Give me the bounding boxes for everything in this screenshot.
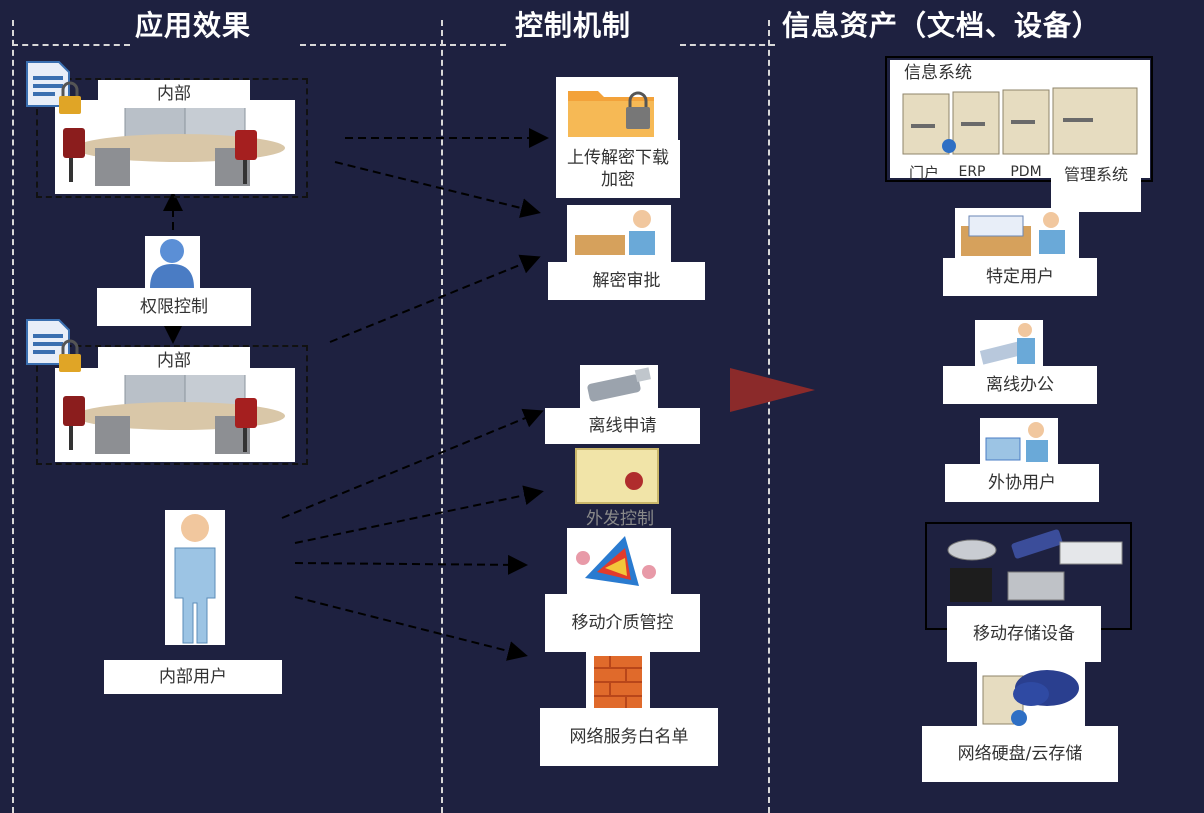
office-desk-icon xyxy=(55,100,295,194)
specific-user-label: 特定用户 xyxy=(943,258,1097,296)
system-management: 管理系统 xyxy=(1051,162,1141,212)
office-top-box xyxy=(36,78,308,198)
left-column-title: 应用效果 xyxy=(135,9,252,42)
column-divider-left xyxy=(12,20,14,813)
info-system-title: 信息系统 xyxy=(900,60,1040,86)
offline-office-label: 离线办公 xyxy=(943,366,1097,404)
partner-user-label: 外协用户 xyxy=(945,464,1099,502)
user-icon xyxy=(165,510,225,645)
server-icon xyxy=(897,84,1147,158)
header-divider-1 xyxy=(12,44,130,46)
middle-column-title: 控制机制 xyxy=(515,9,632,42)
office-bottom-label: 内部 xyxy=(98,347,250,375)
system-pdm: PDM xyxy=(1010,164,1042,180)
approval-icon xyxy=(567,205,671,265)
system-erp: ERP xyxy=(958,164,986,180)
firewall-icon xyxy=(586,652,650,714)
removable-media-control-label: 移动介质管控 xyxy=(545,594,700,652)
office-desk-icon xyxy=(55,368,295,462)
network-whitelist-label: 网络服务白名单 xyxy=(540,708,718,766)
partner-user-icon xyxy=(980,418,1058,468)
column-divider-1 xyxy=(441,20,443,813)
offline-office-icon xyxy=(975,320,1043,370)
permission-control-label: 权限控制 xyxy=(97,288,251,326)
usb-drive-icon xyxy=(580,365,658,409)
user-icon xyxy=(145,236,200,288)
storage-devices-icon xyxy=(942,528,1128,604)
media-control-icon xyxy=(567,528,671,594)
internal-user-label: 内部用户 xyxy=(104,660,282,694)
arrow-icon xyxy=(730,368,815,412)
decrypt-approval-label: 解密审批 xyxy=(548,262,705,300)
document-lock-icon xyxy=(23,318,87,374)
document-lock-icon xyxy=(23,60,87,116)
removable-storage-label: 移动存储设备 xyxy=(947,606,1101,662)
office-bottom-box xyxy=(36,345,308,465)
info-system-box xyxy=(885,56,1153,182)
cloud-storage-label: 网络硬盘/云存储 xyxy=(922,726,1118,782)
header-divider-3 xyxy=(680,44,775,46)
column-divider-2 xyxy=(768,20,770,813)
cloud-icon xyxy=(977,662,1085,728)
upload-decrypt-label: 上传解密下载加密 xyxy=(556,140,680,198)
header-divider-2 xyxy=(300,44,506,46)
right-column-title: 信息资产（文档、设备） xyxy=(782,9,1102,42)
system-portal: 门户 xyxy=(908,164,939,182)
specific-user-icon xyxy=(955,208,1079,260)
office-top-label: 内部 xyxy=(98,80,250,108)
outbound-control-label: 外发控制 xyxy=(586,509,654,529)
folder-lock-icon xyxy=(556,77,678,141)
offline-request-label: 离线申请 xyxy=(545,408,700,444)
certificate-icon xyxy=(572,445,662,507)
